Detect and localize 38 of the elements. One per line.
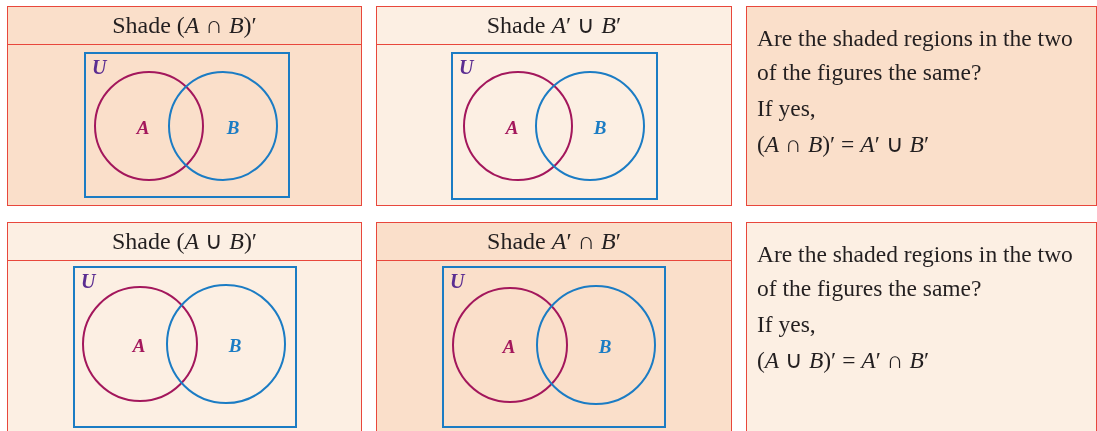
set-label: A (505, 118, 519, 138)
set-label: U (459, 56, 474, 78)
set-label: U (450, 270, 465, 292)
set-circle (166, 284, 286, 404)
question-text: Are the shaded regions in the two of the figures the same? (757, 24, 1074, 87)
set-label: A (502, 337, 516, 357)
panel-heading: Shade (A ∪ B)′ (8, 223, 361, 261)
set-label: U (81, 270, 96, 292)
universal-set-rectangle (451, 52, 658, 200)
set-label: B (226, 118, 240, 138)
set-label: B (593, 118, 607, 138)
equation-text: (A ∪ B)′ = A′ ∩ B′ (757, 346, 930, 375)
set-label: A (136, 118, 150, 138)
set-label: U (92, 56, 107, 78)
set-label: A (132, 336, 146, 356)
venn-panel (376, 222, 732, 431)
equation-text: (A ∩ B)′ = A′ ∪ B′ (757, 130, 930, 159)
panel-heading: Shade A′ ∩ B′ (377, 223, 731, 261)
note-panel (746, 222, 1097, 431)
set-label: B (228, 336, 242, 356)
set-label: B (598, 337, 612, 357)
question-text: Are the shaded regions in the two of the figures the same? (757, 240, 1074, 303)
note-panel (746, 6, 1097, 206)
universal-set-rectangle (442, 266, 666, 428)
panel-heading: Shade (A ∩ B)′ (8, 7, 361, 45)
universal-set-rectangle (73, 266, 297, 428)
set-circle (536, 285, 656, 405)
set-circle (168, 71, 278, 181)
panel-heading: Shade A′ ∪ B′ (377, 7, 731, 45)
set-circle (452, 287, 568, 403)
set-circle (82, 286, 198, 402)
universal-set-rectangle (84, 52, 290, 198)
venn-panel (7, 6, 362, 206)
venn-panel (7, 222, 362, 431)
condition-text: If yes, (757, 310, 817, 339)
set-circle (535, 71, 645, 181)
venn-panel (376, 6, 732, 206)
condition-text: If yes, (757, 94, 817, 123)
